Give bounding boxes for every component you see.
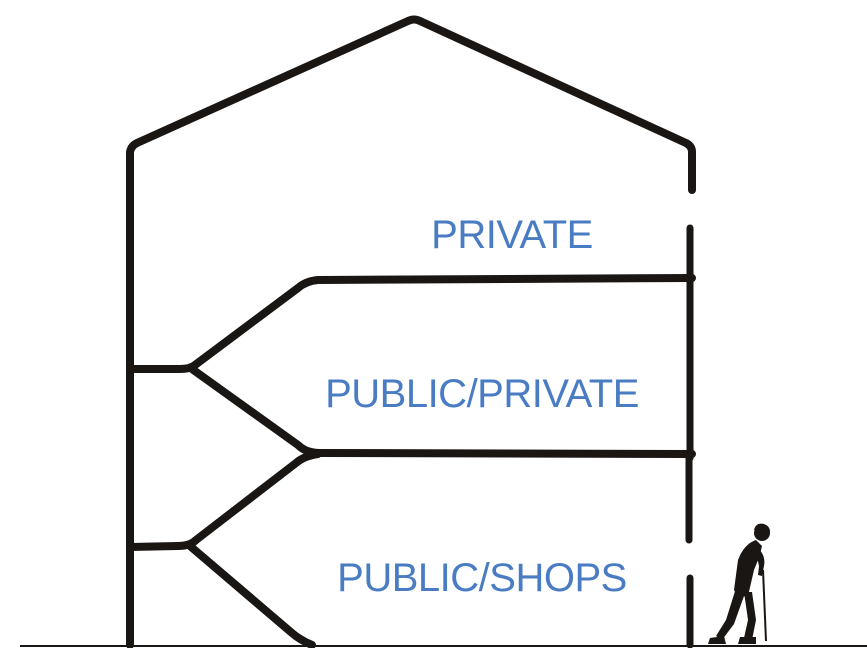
lower-floor-slab	[126, 450, 322, 551]
floor-label-public-private: PUBLIC/PRIVATE	[325, 372, 639, 416]
roof-outline	[126, 15, 696, 648]
walking-person-with-cane-icon	[708, 523, 770, 644]
upper-floor-slab	[126, 274, 696, 373]
lower-floor-underside	[186, 542, 316, 648]
floor-label-private: PRIVATE	[431, 213, 593, 257]
floor-label-public-shops: PUBLIC/SHOPS	[337, 556, 627, 600]
